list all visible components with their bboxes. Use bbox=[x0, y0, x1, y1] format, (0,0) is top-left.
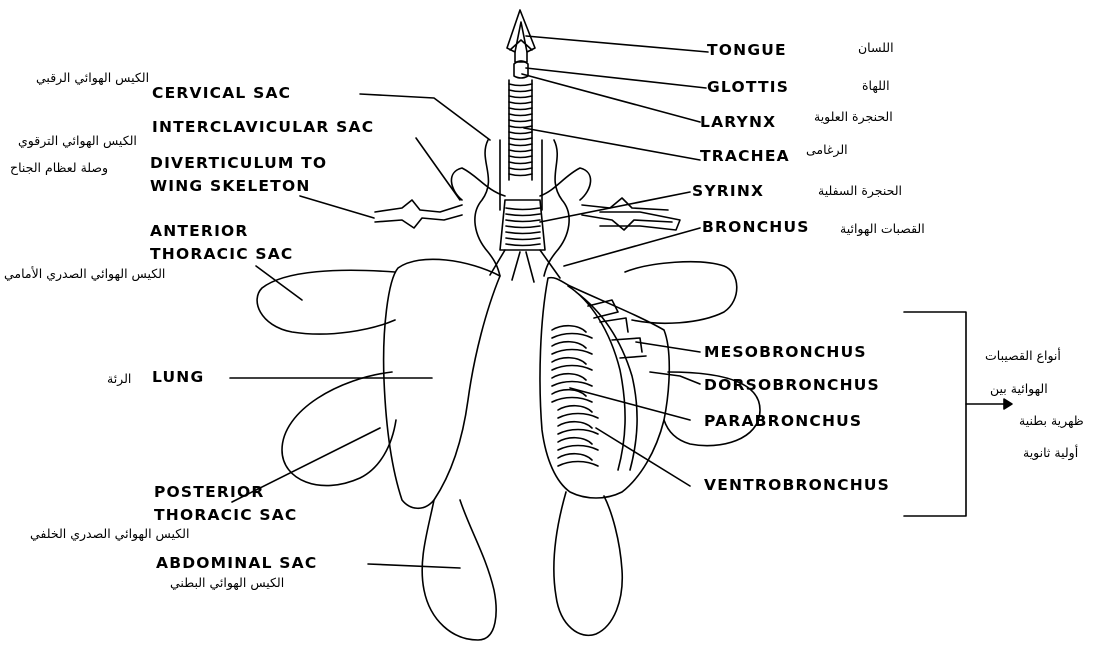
trachea-ring bbox=[509, 126, 532, 128]
syrinx-ring bbox=[506, 226, 540, 228]
trachea-ring bbox=[509, 102, 532, 104]
trachea-ring bbox=[509, 168, 532, 170]
syrinx-ring bbox=[506, 214, 540, 216]
arabic-bronchi-types-1: أنواع القصيبات bbox=[985, 348, 1061, 363]
trachea-ring bbox=[509, 84, 532, 86]
syrinx-ring bbox=[506, 220, 540, 222]
parabronchus-loop bbox=[558, 406, 598, 418]
label-diverticulum-2: WING SKELETON bbox=[150, 178, 311, 195]
pointer-interclavicular bbox=[416, 138, 460, 200]
arabic-bronchi-types-2: الهوائية بين bbox=[990, 381, 1048, 396]
anterior-sac-left bbox=[257, 270, 395, 334]
trachea-ring bbox=[509, 162, 532, 164]
parabronchus-loop bbox=[558, 454, 598, 466]
pointer-trachea bbox=[524, 128, 700, 160]
label-abdominal-sac: ABDOMINAL SAC bbox=[156, 555, 317, 572]
label-ventrobronchus: VENTROBRONCHUS bbox=[704, 477, 890, 494]
arabic-glottis: اللهاة bbox=[862, 78, 890, 93]
label-anterior-2: THORACIC SAC bbox=[150, 246, 294, 263]
trachea-ring bbox=[509, 114, 532, 116]
pointer-tongue bbox=[526, 36, 708, 52]
trachea-ring bbox=[509, 150, 532, 152]
interclavicular-sac bbox=[451, 168, 590, 200]
label-anterior-1: ANTERIOR bbox=[150, 223, 249, 240]
syrinx-rings bbox=[506, 208, 540, 246]
abdominal-sac-left bbox=[422, 500, 496, 640]
arabic-diverticulum: وصلة لعظام الجناح bbox=[10, 160, 108, 175]
parabronchus-loop bbox=[558, 438, 598, 450]
mesobronchus-tube bbox=[568, 286, 637, 470]
cervical-sac-right bbox=[544, 140, 569, 276]
trachea-ring bbox=[509, 90, 532, 92]
arabic-posterior: الكيس الهوائي الصدري الخلفي bbox=[30, 526, 189, 541]
anterior-sac-right bbox=[625, 262, 737, 324]
label-dorsobronchus: DORSOBRONCHUS bbox=[704, 377, 880, 394]
bracket-arrow-head bbox=[1004, 399, 1012, 409]
bronchi-bracket bbox=[904, 312, 966, 516]
cervical-sac-left bbox=[475, 140, 500, 276]
syrinx-ring bbox=[506, 238, 540, 240]
pointer-bronchus bbox=[564, 228, 700, 266]
arabic-tongue: اللسان bbox=[858, 40, 894, 55]
trachea-ring bbox=[509, 108, 532, 110]
pointer-glottis bbox=[526, 68, 706, 88]
trachea-ring bbox=[509, 156, 532, 158]
label-mesobronchus: MESOBRONCHUS bbox=[704, 344, 867, 361]
label-cervical-sac: CERVICAL SAC bbox=[152, 85, 291, 102]
trachea-walls bbox=[509, 80, 532, 180]
arabic-bronchus: القصبات الهوائية bbox=[840, 221, 925, 236]
pointer-anterior bbox=[256, 266, 302, 300]
arabic-larynx: الحنجرة العلوية bbox=[814, 109, 893, 124]
dorsobronchi bbox=[588, 300, 646, 358]
trachea-ring bbox=[509, 96, 532, 98]
arabic-interclavicular-sac: الكيس الهوائي الترقوي bbox=[18, 133, 137, 148]
arabic-lung: الرئة bbox=[107, 371, 131, 386]
label-trachea: TRACHEA bbox=[700, 148, 790, 165]
parabronchus-loop bbox=[552, 342, 592, 354]
lung-left bbox=[384, 259, 500, 508]
label-syrinx: SYRINX bbox=[692, 183, 764, 200]
parabronchus-loop bbox=[552, 358, 592, 370]
trachea-ring bbox=[509, 138, 532, 140]
label-larynx: LARYNX bbox=[700, 114, 776, 131]
pointer-diverticulum bbox=[300, 196, 374, 218]
arabic-bronchi-types-3: ظهرية بطنية bbox=[1019, 413, 1084, 428]
label-diverticulum-1: DIVERTICULUM TO bbox=[150, 155, 327, 172]
parabronchus-loop bbox=[558, 422, 598, 434]
wing-diverticulum-left bbox=[375, 200, 462, 228]
label-posterior-1: POSTERIOR bbox=[154, 484, 264, 501]
parabronchus-loop bbox=[552, 326, 592, 338]
trachea-ring bbox=[509, 144, 532, 146]
label-posterior-2: THORACIC SAC bbox=[154, 507, 298, 524]
arabic-bronchi-types-4: أولية ثانوية bbox=[1023, 445, 1078, 460]
syrinx-ring bbox=[506, 244, 540, 246]
pointer-cervical bbox=[360, 94, 490, 140]
parabronchi-loops bbox=[552, 326, 598, 466]
arabic-cervical-sac: الكيس الهوائي الرقبي bbox=[36, 70, 149, 85]
abdominal-sac-right bbox=[554, 492, 622, 635]
label-bronchus: BRONCHUS bbox=[702, 219, 810, 236]
parabronchus-loop bbox=[552, 374, 592, 386]
pointer-abdominal bbox=[368, 564, 460, 568]
arabic-syrinx: الحنجرة السفلية bbox=[818, 183, 902, 198]
arabic-anterior: الكيس الهوائي الصدري الأمامي bbox=[4, 266, 165, 281]
syrinx-ring bbox=[506, 232, 540, 234]
trachea-ring bbox=[509, 174, 532, 176]
label-interclavicular-sac: INTERCLAVICULAR SAC bbox=[152, 119, 374, 136]
syrinx-ring bbox=[506, 208, 540, 210]
pointer-larynx bbox=[522, 74, 700, 122]
arabic-trachea: الرغامى bbox=[806, 142, 848, 157]
arabic-abdominal: الكيس الهوائي البطني bbox=[170, 575, 284, 590]
pointer-dorsobronchus bbox=[650, 372, 700, 384]
label-glottis: GLOTTIS bbox=[707, 79, 789, 96]
label-lung: LUNG bbox=[152, 369, 204, 386]
trachea-ring bbox=[509, 132, 532, 134]
trachea-rings bbox=[509, 84, 532, 176]
label-tongue: TONGUE bbox=[707, 42, 787, 59]
label-parabronchus: PARABRONCHUS bbox=[704, 413, 862, 430]
trachea-ring bbox=[509, 120, 532, 122]
